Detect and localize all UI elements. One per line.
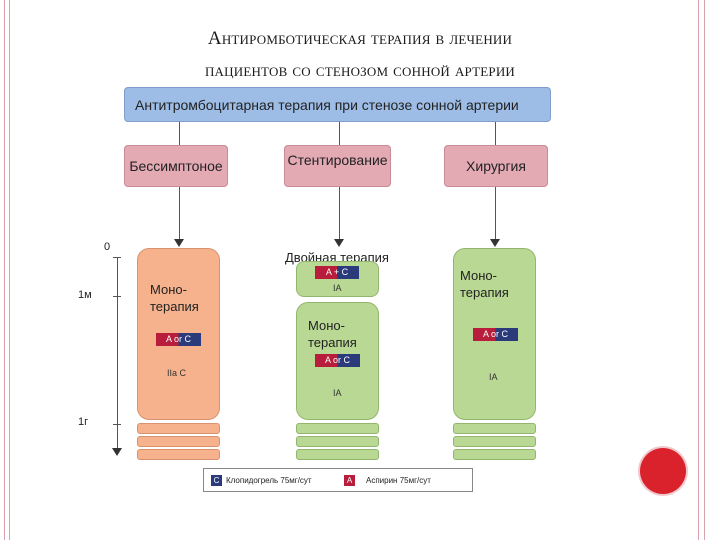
frame-line-left-2 xyxy=(9,0,10,540)
timeline-axis xyxy=(117,257,118,452)
middle-dual-badge: A + C xyxy=(315,266,359,279)
timeline-label-0: 0 xyxy=(104,241,111,253)
right-stripe-3 xyxy=(453,449,536,460)
page-title-line1: Антиромботическая терапия в лечении xyxy=(207,28,513,49)
category-asymptomatic-box: Бессимптоное xyxy=(124,145,228,187)
legend-aspirin-label: Аспирин 75мг/сут xyxy=(366,476,431,485)
right-stripe-2 xyxy=(453,436,536,447)
left-mono-label: Моно- терапия xyxy=(150,282,199,314)
connector-top-left xyxy=(179,122,180,145)
left-stripe-1 xyxy=(137,423,220,434)
arrow-line-mid xyxy=(339,187,340,240)
right-stripe-1 xyxy=(453,423,536,434)
middle-mono-label: Моно- терапия xyxy=(308,318,357,350)
middle-stripe-2 xyxy=(296,436,379,447)
antiplatelet-therapy-box: Антитромбоцитарная терапия при стенозе с… xyxy=(124,87,551,122)
right-mono-label: Моно- терапия xyxy=(460,268,509,300)
arrow-head-mid xyxy=(334,239,344,247)
timeline-tick-1m xyxy=(113,296,121,297)
red-circle-icon xyxy=(640,448,686,494)
arrow-line-left xyxy=(179,187,180,240)
frame-line-right-2 xyxy=(704,0,705,540)
frame-line-left-1 xyxy=(4,0,5,540)
right-badge: A or C xyxy=(473,328,518,341)
connector-top-mid xyxy=(339,122,340,145)
left-mono-bar xyxy=(137,248,220,420)
legend-box: C Клопидогрель 75мг/сут A Аспирин 75мг/с… xyxy=(203,468,473,492)
timeline-label-1m: 1м xyxy=(78,289,92,301)
frame-line-right-1 xyxy=(698,0,699,540)
arrow-line-right xyxy=(495,187,496,240)
connector-top-right xyxy=(495,122,496,145)
arrow-head-right xyxy=(490,239,500,247)
legend-clopidogrel-label: Клопидогрель 75мг/сут xyxy=(226,476,312,485)
category-stenting-label: Стентирование xyxy=(287,152,388,168)
left-level: IIa C xyxy=(167,368,187,378)
middle-mono-level: IA xyxy=(333,388,342,398)
middle-mono-badge: A or C xyxy=(315,354,360,367)
legend-aspirin-icon: A xyxy=(344,475,355,486)
legend-clopidogrel-icon: C xyxy=(211,475,222,486)
middle-stripe-3 xyxy=(296,449,379,460)
right-level: IA xyxy=(489,372,498,382)
timeline-label-1y: 1г xyxy=(78,416,89,428)
category-surgery-box: Хирургия xyxy=(444,145,548,187)
category-stenting-box: Стентирование xyxy=(284,145,391,187)
timeline-tick-1y xyxy=(113,424,121,425)
left-badge: A or C xyxy=(156,333,201,346)
left-stripe-3 xyxy=(137,449,220,460)
left-stripe-2 xyxy=(137,436,220,447)
timeline-arrow-icon xyxy=(112,448,122,456)
category-surgery-label: Хирургия xyxy=(466,158,526,174)
category-asymptomatic-label: Бессимптоное xyxy=(129,158,223,174)
page-title-line2: пациентов со стенозом сонной артерии xyxy=(204,60,516,81)
middle-stripe-1 xyxy=(296,423,379,434)
antiplatelet-therapy-label: Антитромбоцитарная терапия при стенозе с… xyxy=(135,96,519,113)
middle-dual-level: IA xyxy=(333,283,342,293)
timeline-tick-0 xyxy=(113,257,121,258)
arrow-head-left xyxy=(174,239,184,247)
